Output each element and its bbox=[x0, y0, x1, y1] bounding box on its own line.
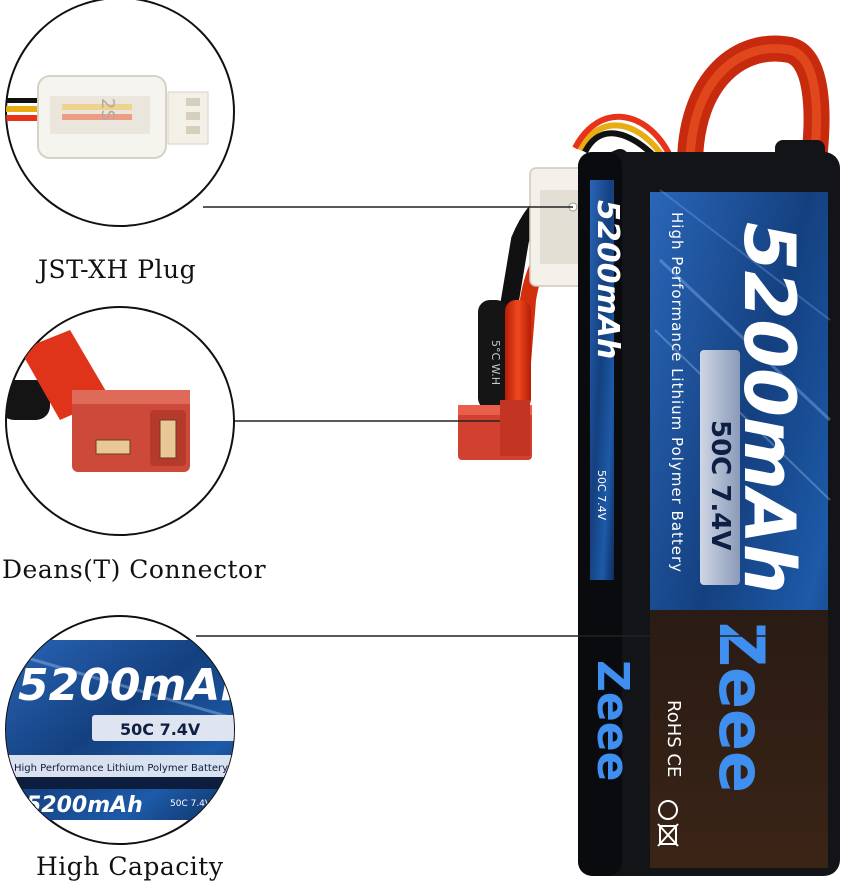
deans-connector-part bbox=[458, 400, 532, 460]
brand-logo: Zeee bbox=[705, 622, 778, 793]
zoom-rating-small: 50C 7.4V bbox=[170, 799, 212, 809]
rating-badge bbox=[700, 350, 740, 585]
zoom-capacity-small: 5200mAh bbox=[26, 793, 143, 818]
caption-deans-connector: Deans(T) Connector bbox=[2, 555, 267, 584]
side-rating: 50C 7.4V bbox=[595, 470, 608, 521]
side-capacity: 5200mAh bbox=[590, 200, 625, 359]
battery-pack: High Performance Lithium Polymer Battery… bbox=[578, 140, 840, 876]
red-lead bbox=[505, 300, 531, 410]
black-lead: 5°C W.H bbox=[478, 300, 508, 410]
jst-zoom-circle: 2S bbox=[5, 0, 235, 227]
label-rating: 50C 7.4V bbox=[705, 420, 735, 551]
jst-plug-part bbox=[529, 167, 591, 287]
zoom-capacity: 5200mAh bbox=[18, 660, 252, 711]
cert-marks: RoHS CE bbox=[663, 700, 684, 777]
weee-bin-icon bbox=[657, 823, 679, 847]
caption-high-capacity: High Capacity bbox=[36, 852, 224, 881]
zoom-subtitle: High Performance Lithium Polymer Battery bbox=[14, 763, 228, 774]
wire-marking: 5°C W.H bbox=[489, 340, 502, 385]
cell-count-label: 2S bbox=[97, 98, 118, 121]
caption-jst-xh-plug: JST-XH Plug bbox=[38, 255, 197, 284]
zoom-rating: 50C 7.4V bbox=[120, 720, 201, 739]
capacity-zoom-circle: 5200mAh 50C 7.4V High Performance Lithiu… bbox=[5, 615, 252, 845]
deans-zoom-circle bbox=[5, 306, 235, 536]
label-capacity: 5200mAh bbox=[728, 222, 810, 594]
side-brand: Zeee bbox=[587, 660, 638, 781]
recycle-icon bbox=[658, 800, 678, 820]
callout-lines bbox=[196, 206, 800, 637]
label-subtitle: High Performance Lithium Polymer Battery bbox=[668, 212, 686, 573]
